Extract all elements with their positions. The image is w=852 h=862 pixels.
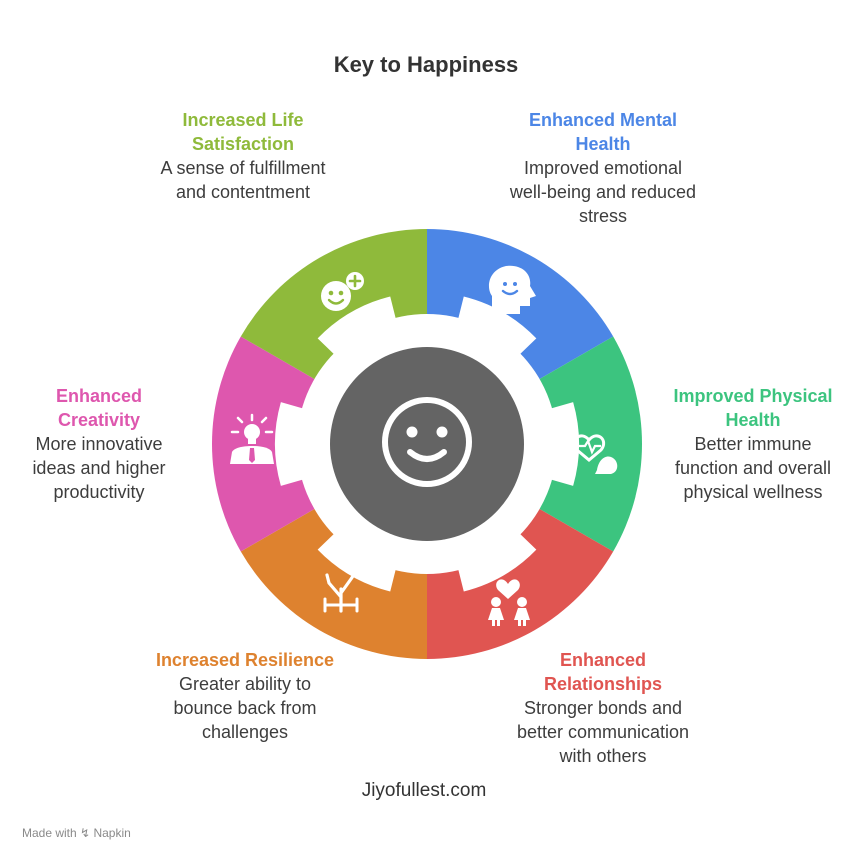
lightbulb-person-icon: [230, 413, 274, 464]
center-disc: [330, 347, 524, 541]
label-increased-resilience: Increased Resilience Greater ability to …: [150, 648, 340, 744]
diagram-title: Key to Happiness: [333, 52, 519, 77]
label-increased-life-satisfaction: Increased Life Satisfaction A sense of f…: [148, 108, 338, 204]
heart-muscle-icon: [572, 434, 618, 474]
head-smile-icon: [488, 265, 536, 314]
segment-description: Stronger bonds and better communication …: [516, 698, 690, 766]
label-improved-physical-health: Improved Physical Health Better immune f…: [668, 384, 838, 504]
couple-heart-icon: [488, 579, 530, 626]
segment-heading: Enhanced Relationships: [543, 650, 663, 694]
sprout-icon: [323, 571, 359, 613]
napkin-brand: Napkin: [93, 826, 131, 840]
segment-description: A sense of fulfillment and contentment: [160, 158, 326, 202]
segment-heading: Improved Physical Health: [673, 386, 833, 430]
segment-heading: Increased Life Satisfaction: [182, 110, 304, 154]
napkin-logo-icon: ↯: [80, 826, 91, 840]
segment-description: Improved emotional well-being and reduce…: [509, 158, 697, 226]
smiley-face-icon: [382, 397, 472, 487]
label-enhanced-relationships: Enhanced Relationships Stronger bonds an…: [508, 648, 698, 768]
segment-heading: Increased Resilience: [155, 650, 335, 670]
segment-description: Better immune function and overall physi…: [674, 434, 832, 502]
made-with-badge[interactable]: Made with ↯ Napkin: [22, 826, 131, 840]
footer-site-name: Jiyofullest.com: [361, 780, 487, 801]
made-with-text: Made with: [22, 826, 77, 840]
segment-description: More innovative ideas and higher product…: [32, 434, 166, 502]
segment-heading: Enhanced Mental Health: [528, 110, 678, 154]
segment-description: Greater ability to bounce back from chal…: [173, 674, 317, 742]
label-enhanced-creativity: Enhanced Creativity More innovative idea…: [14, 384, 184, 504]
label-enhanced-mental-health: Enhanced Mental Health Improved emotiona…: [508, 108, 698, 228]
smile-plus-icon: [321, 272, 364, 311]
segment-heading: Enhanced Creativity: [55, 386, 143, 430]
